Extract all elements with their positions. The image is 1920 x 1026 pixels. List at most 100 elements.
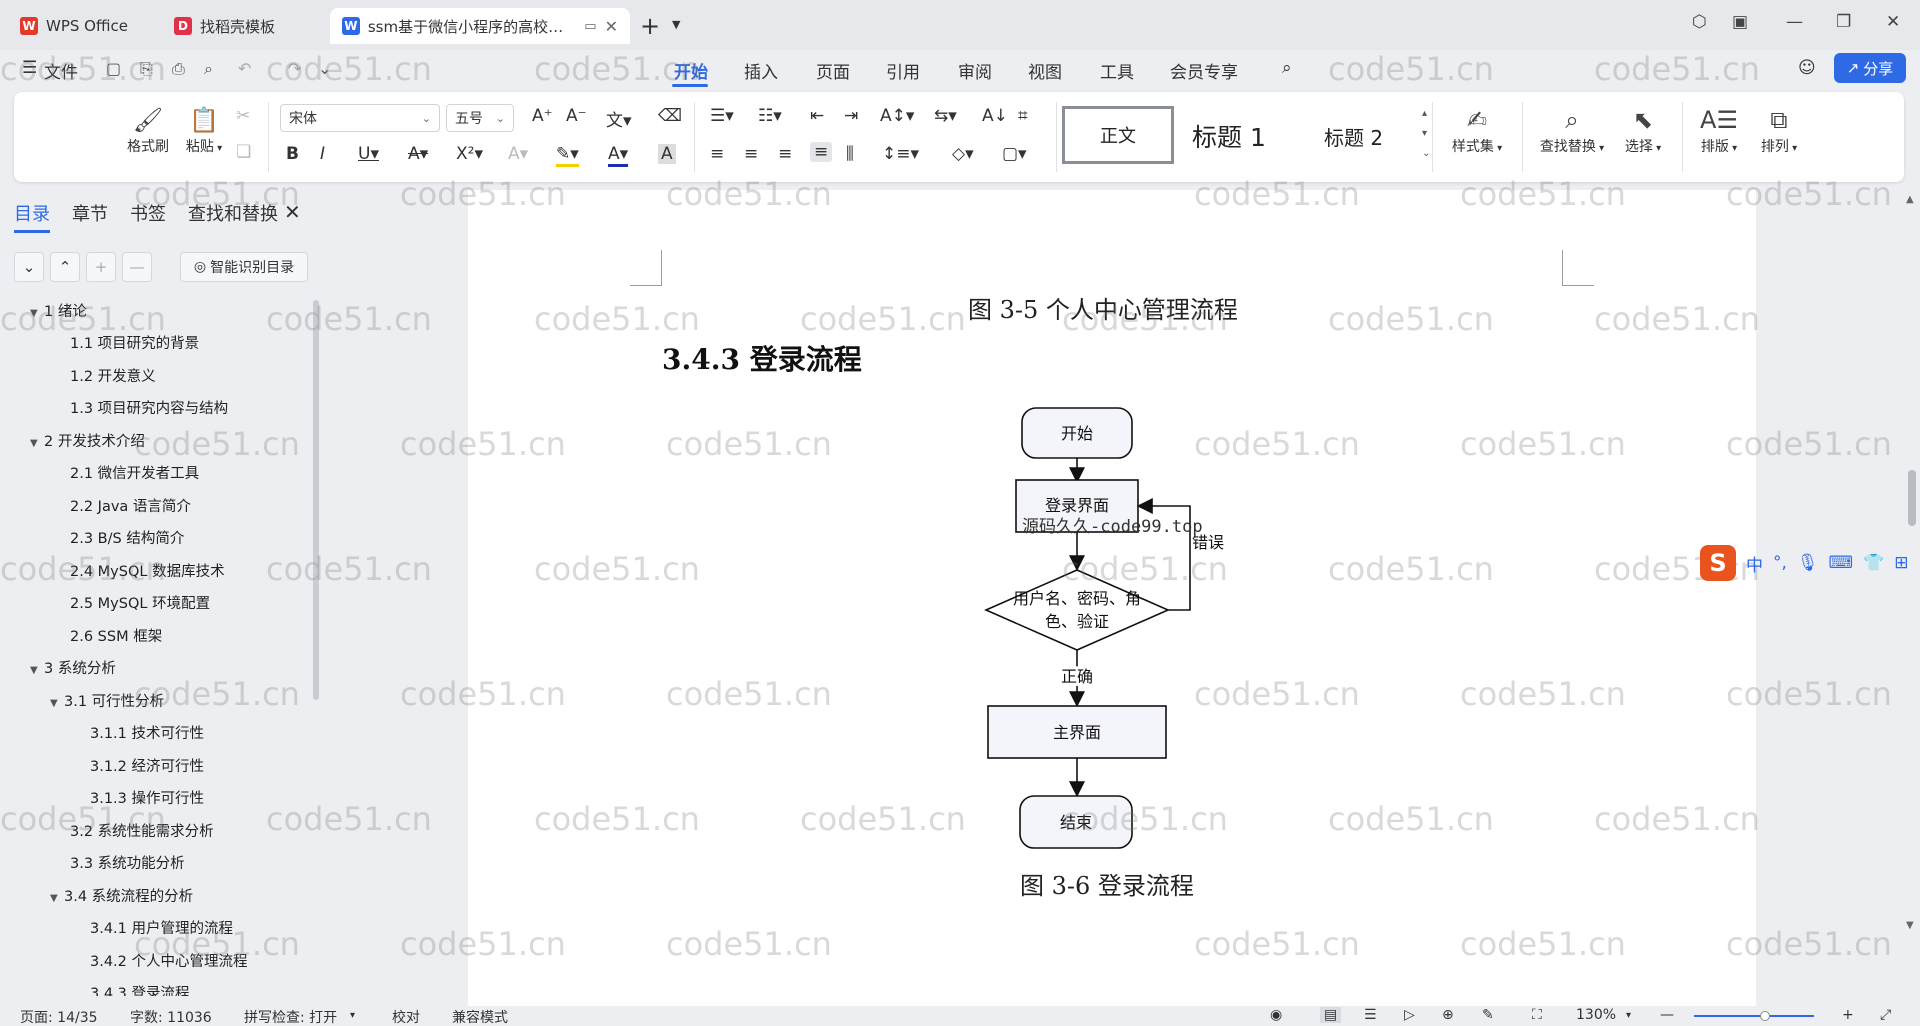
- justify-icon[interactable]: ≡: [810, 142, 833, 162]
- zoom-slider-handle[interactable]: [1760, 1011, 1770, 1021]
- toc-item[interactable]: ▼3 系统分析: [30, 657, 116, 678]
- page-count[interactable]: 页面: 14/35: [20, 1010, 98, 1026]
- collapse-all-button[interactable]: ⌃: [50, 252, 80, 282]
- copy-icon[interactable]: ❏: [236, 142, 252, 162]
- nav-tab-toc[interactable]: 目录: [14, 200, 50, 233]
- menu-review[interactable]: 审阅: [958, 63, 992, 83]
- decrease-indent-icon[interactable]: ⇤: [810, 106, 825, 126]
- grow-font-icon[interactable]: A⁺: [532, 106, 553, 126]
- cut-icon[interactable]: ✂: [236, 106, 251, 126]
- sogou-logo-icon[interactable]: S: [1700, 545, 1736, 581]
- line-break-icon[interactable]: ⇆▾: [934, 106, 957, 126]
- keyboard-icon[interactable]: ⌨: [1828, 553, 1854, 573]
- format-painter-button[interactable]: 🖌 格式刷: [118, 104, 178, 156]
- close-window-icon[interactable]: ✕: [1886, 12, 1901, 32]
- pen-icon[interactable]: ✎: [1482, 1007, 1494, 1023]
- share-button[interactable]: ↗ 分享: [1834, 53, 1906, 83]
- toc-item[interactable]: 2.5 MySQL 环境配置: [70, 592, 210, 613]
- close-tab-icon[interactable]: ✕: [604, 16, 618, 36]
- tab-document[interactable]: W ssm基于微信小程序的高校课堂 ▭ ✕: [330, 8, 630, 44]
- punctuation-icon[interactable]: °,: [1773, 553, 1787, 573]
- toc-item[interactable]: 3.1.1 技术可行性: [90, 722, 204, 743]
- underline-icon[interactable]: U▾: [358, 144, 379, 164]
- paste-button[interactable]: 📋 粘贴 ▾: [174, 104, 234, 156]
- toc-item[interactable]: 3.4.3 登录流程: [90, 982, 190, 996]
- toc-item[interactable]: 3.3 系统功能分析: [70, 852, 185, 873]
- toc-item[interactable]: 3.2 系统性能需求分析: [70, 820, 214, 841]
- spell-check-status[interactable]: 拼写检查: 打开: [244, 1010, 338, 1026]
- menu-file[interactable]: 文件: [44, 63, 78, 83]
- toc-item[interactable]: 2.3 B/S 结构简介: [70, 527, 184, 548]
- distribute-icon[interactable]: ⫼: [846, 144, 854, 164]
- text-direction-icon[interactable]: A↕▾: [880, 106, 915, 126]
- eraser-icon[interactable]: ⌫: [658, 106, 683, 126]
- style-heading-2[interactable]: 标题 2: [1324, 126, 1384, 150]
- avatar[interactable]: ▣: [1732, 12, 1749, 32]
- font-size-select[interactable]: 五号⌄: [446, 104, 514, 132]
- toc-item[interactable]: 2.4 MySQL 数据库技术: [70, 560, 225, 581]
- caret-down-icon[interactable]: ▼: [50, 893, 58, 904]
- fit-page-icon[interactable]: ⛶: [1532, 1007, 1542, 1023]
- print-icon[interactable]: ⎙: [172, 59, 185, 78]
- toc-item[interactable]: ▼3.4 系统流程的分析: [50, 885, 193, 906]
- align-center-icon[interactable]: ≡: [744, 144, 759, 164]
- menu-member[interactable]: 会员专享: [1170, 63, 1238, 83]
- redo-icon[interactable]: ↷: [288, 59, 302, 78]
- chat-icon[interactable]: ☺: [1798, 58, 1816, 78]
- arrange-button[interactable]: ⧉ 排列 ▾: [1754, 104, 1804, 156]
- microphone-icon[interactable]: 🎙: [1796, 553, 1819, 573]
- word-count[interactable]: 字数: 11036: [130, 1010, 212, 1026]
- play-icon[interactable]: ▷: [1404, 1007, 1415, 1023]
- cube-icon[interactable]: ⬡: [1692, 12, 1707, 32]
- skin-icon[interactable]: 👕: [1863, 553, 1885, 573]
- bullet-list-icon[interactable]: ☰▾: [710, 106, 734, 126]
- bold-icon[interactable]: B: [286, 144, 299, 164]
- undo-icon[interactable]: ↶: [238, 59, 252, 78]
- shading-icon[interactable]: ◇▾: [952, 144, 974, 164]
- promote-button[interactable]: +: [86, 252, 116, 282]
- zoom-slider[interactable]: [1694, 1015, 1814, 1017]
- toc-item[interactable]: 2.2 Java 语言简介: [70, 495, 191, 516]
- numbered-list-icon[interactable]: ☷▾: [758, 106, 782, 126]
- zoom-value[interactable]: 130%: [1576, 1007, 1617, 1023]
- nav-tab-bookmarks[interactable]: 书签: [130, 204, 166, 225]
- toc-item[interactable]: ▼1 绪论: [30, 300, 87, 321]
- ime-mode[interactable]: 中: [1746, 555, 1763, 576]
- toc-item[interactable]: 1.3 项目研究内容与结构: [70, 397, 228, 418]
- phonetic-icon[interactable]: 文▾: [606, 111, 632, 131]
- outline-view-icon[interactable]: ☰: [1364, 1007, 1377, 1023]
- menu-tools[interactable]: 工具: [1100, 63, 1134, 83]
- toc-item[interactable]: 1.2 开发意义: [70, 365, 156, 386]
- font-color-icon[interactable]: A▾: [608, 144, 629, 167]
- italic-icon[interactable]: I: [320, 144, 326, 164]
- caret-down-icon[interactable]: ▼: [50, 698, 58, 709]
- nav-scrollbar[interactable]: [313, 300, 319, 700]
- monitor-icon[interactable]: ▭: [584, 18, 597, 34]
- document-scrollbar[interactable]: [1908, 470, 1916, 526]
- smart-toc-button[interactable]: ◎ 智能识别目录: [180, 252, 308, 282]
- restore-icon[interactable]: ❐: [1836, 12, 1852, 32]
- toc-item[interactable]: 2.1 微信开发者工具: [70, 462, 199, 483]
- style-set-button[interactable]: ✍ 样式集 ▾: [1444, 104, 1510, 156]
- export-pdf-icon[interactable]: ⎘: [140, 59, 153, 78]
- strikethrough-icon[interactable]: A▾: [408, 144, 429, 164]
- document-area[interactable]: 图 3-5 个人中心管理流程 3.4.3 登录流程 开始 登录界面 用户名、密码…: [322, 190, 1920, 1006]
- caret-down-icon[interactable]: ▼: [30, 308, 38, 319]
- text-effect-icon[interactable]: A▾: [508, 144, 529, 164]
- toc-item[interactable]: 3.4.1 用户管理的流程: [90, 917, 233, 938]
- document-page[interactable]: 图 3-5 个人中心管理流程 3.4.3 登录流程 开始 登录界面 用户名、密码…: [468, 190, 1756, 1006]
- toc-item[interactable]: 1.1 项目研究的背景: [70, 332, 199, 353]
- nav-tab-find-replace[interactable]: 查找和替换: [188, 204, 278, 225]
- minimize-icon[interactable]: —: [1786, 12, 1803, 32]
- hamburger-icon[interactable]: ☰: [22, 58, 38, 78]
- demote-button[interactable]: —: [122, 252, 152, 282]
- search-icon[interactable]: ⌕: [1282, 58, 1292, 78]
- superscript-icon[interactable]: X²▾: [456, 144, 483, 164]
- print-preview-icon[interactable]: ⌕: [204, 59, 213, 78]
- tab-wps-office[interactable]: W WPS Office: [8, 8, 153, 44]
- align-left-icon[interactable]: ≡: [710, 144, 725, 164]
- chevron-down-icon[interactable]: ▾: [1626, 1010, 1632, 1021]
- toc-item[interactable]: 3.1.3 操作可行性: [90, 787, 204, 808]
- proofread-button[interactable]: 校对: [392, 1010, 420, 1026]
- fullscreen-icon[interactable]: ⤢: [1880, 1007, 1892, 1023]
